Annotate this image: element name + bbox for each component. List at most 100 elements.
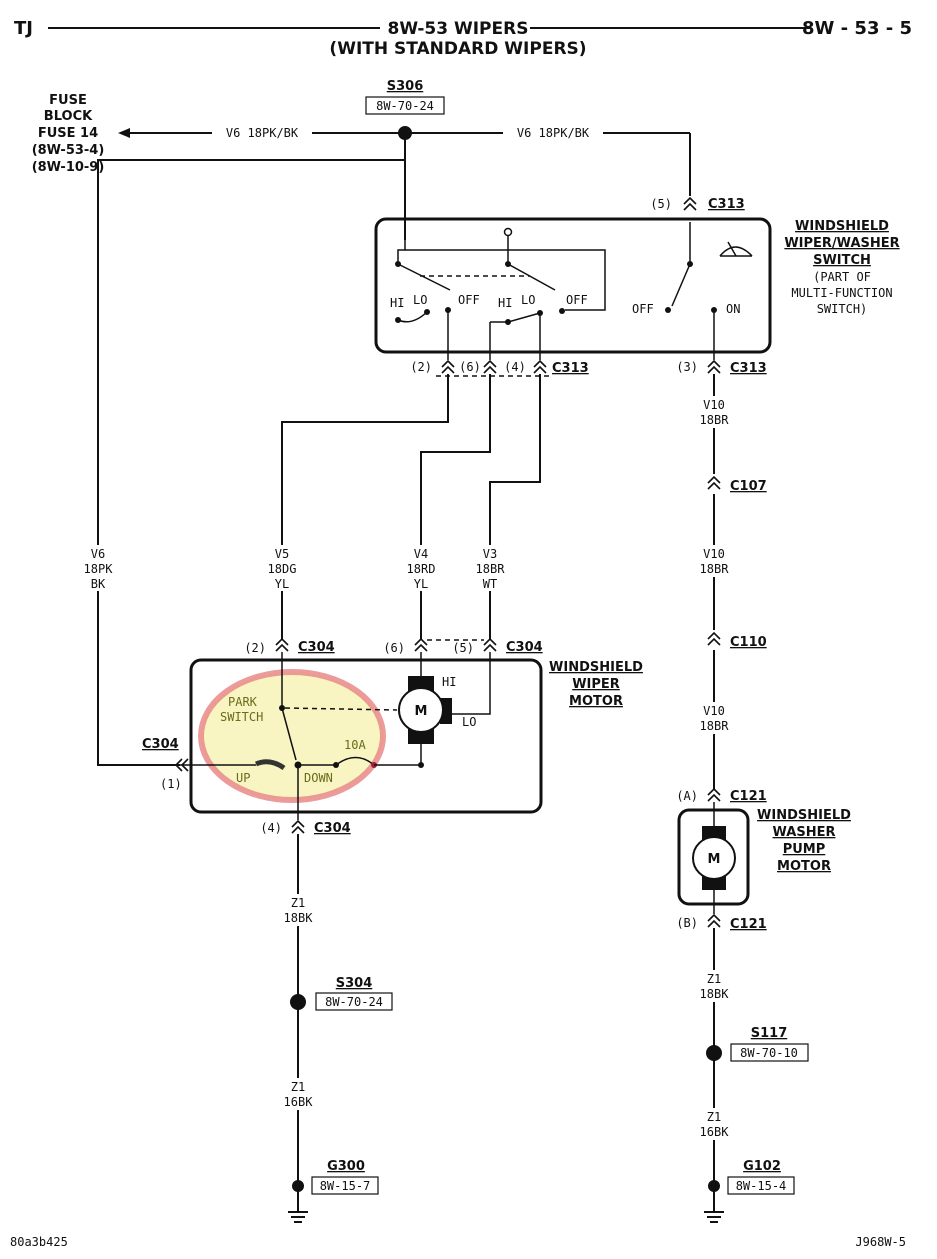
splice-s117-ref: 8W-70-10 — [740, 1046, 798, 1060]
wire-v4 — [420, 374, 491, 640]
page-title: 8W-53 WIPERS — [388, 19, 529, 39]
wire-label-v3: V3 18BR WT — [476, 547, 506, 591]
svg-text:16BK: 16BK — [700, 1125, 730, 1139]
svg-text:18RD: 18RD — [407, 562, 436, 576]
splice-s117-dot — [706, 1045, 722, 1061]
splice-s304-dot — [290, 994, 306, 1010]
svg-text:MOTOR: MOTOR — [569, 694, 623, 709]
svg-text:WINDSHIELD: WINDSHIELD — [757, 808, 851, 823]
circuit-breaker-icon — [335, 756, 375, 766]
switch-lo-2: LO — [521, 293, 535, 307]
svg-text:M: M — [708, 852, 721, 867]
splice-s117-refbox — [730, 1043, 809, 1062]
splice-s304-ref: 8W-70-24 — [325, 995, 383, 1009]
connector-c313-top-label: C313 — [708, 197, 745, 212]
header-right: 8W - 53 - 5 — [802, 18, 912, 39]
svg-text:WT: WT — [483, 577, 497, 591]
ground-g102-icon — [703, 1211, 725, 1223]
svg-text:WINDSHIELD: WINDSHIELD — [549, 660, 643, 675]
park-up-label: UP — [236, 771, 250, 785]
pin-label-c313-2: (2) — [410, 360, 432, 374]
park-switch-label-1: PARK — [228, 695, 258, 709]
footer-right: J968W-5 — [855, 1235, 906, 1249]
connector-c313-pin5-icon — [683, 197, 697, 211]
connector-c107-label: C107 — [730, 479, 767, 494]
splice-s117-id: S117 — [751, 1026, 788, 1041]
splice-s306-ref: 8W-70-24 — [376, 99, 434, 113]
switch-on-washer: ON — [726, 302, 740, 316]
wire-label-z1-a: Z1 18BK — [284, 896, 314, 925]
wire-label-v6-side: V6 18PK BK — [84, 547, 114, 591]
switch-hi-2: HI — [498, 296, 512, 310]
svg-text:SWITCH: SWITCH — [813, 253, 871, 268]
connector-c121-b-icon — [707, 914, 721, 928]
circuit-breaker-label: 10A — [344, 738, 366, 752]
svg-text:FUSE: FUSE — [49, 93, 87, 108]
connector-c304-top-left-label: C304 — [298, 640, 335, 655]
svg-text:16BK: 16BK — [284, 1095, 314, 1109]
switch-off-2: OFF — [566, 293, 588, 307]
ground-g300-id: G300 — [327, 1159, 365, 1174]
header-left: TJ — [14, 18, 33, 39]
wire-label-v4: V4 18RD YL — [407, 547, 436, 591]
pin-label-c304-5: (5) — [452, 641, 474, 655]
svg-text:YL: YL — [414, 577, 428, 591]
svg-text:(8W-10-9): (8W-10-9) — [32, 160, 105, 175]
svg-text:WASHER: WASHER — [773, 825, 836, 840]
wire-v5 — [281, 374, 449, 640]
washer-pump-name: WINDSHIELD WASHER PUMP MOTOR — [757, 808, 851, 874]
wiper-motor-box — [189, 658, 543, 814]
highlight-park-switch — [198, 669, 386, 803]
wire-label-v10-b: V10 18BR — [700, 547, 730, 576]
connector-c304-top-right-label: C304 — [506, 640, 543, 655]
svg-text:Z1: Z1 — [291, 1080, 305, 1094]
pin-label-c304-1: (1) — [160, 777, 182, 791]
connector-c121-top-label: C121 — [730, 789, 767, 804]
motor-hi-label: HI — [442, 675, 456, 689]
svg-text:PUMP: PUMP — [783, 842, 826, 857]
connector-c313-right-label: C313 — [730, 361, 767, 376]
wire-label-v10-c: V10 18BR — [700, 704, 730, 733]
svg-text:18BR: 18BR — [700, 719, 730, 733]
wire-v3 — [489, 374, 541, 640]
connector-c121-a-icon — [707, 788, 721, 802]
pin-label-c304-6: (6) — [383, 641, 405, 655]
switch-contact-2 — [507, 263, 556, 291]
svg-text:WIPER: WIPER — [572, 677, 620, 692]
motor-lo-label: LO — [462, 715, 476, 729]
pin-label-c313-6: (6) — [459, 360, 481, 374]
wire-label-z1-d: Z1 16BK — [700, 1110, 730, 1139]
svg-text:V10: V10 — [703, 704, 725, 718]
ground-g102-refbox — [727, 1176, 795, 1195]
svg-text:18PK: 18PK — [84, 562, 114, 576]
svg-text:18BR: 18BR — [700, 413, 730, 427]
svg-text:BLOCK: BLOCK — [44, 109, 93, 124]
switch-lo-1: LO — [413, 293, 427, 307]
svg-text:WINDSHIELD: WINDSHIELD — [795, 219, 889, 234]
svg-text:V10: V10 — [703, 398, 725, 412]
fuse-arrow-icon — [118, 128, 130, 138]
park-switch-label-2: SWITCH — [220, 710, 263, 724]
svg-text:V6: V6 — [91, 547, 105, 561]
wire-label-z1-b: Z1 16BK — [284, 1080, 314, 1109]
svg-text:V3: V3 — [483, 547, 497, 561]
svg-text:M: M — [415, 704, 428, 719]
pin-label-c313-4: (4) — [504, 360, 526, 374]
windshield-washer-icon — [719, 241, 753, 257]
svg-text:(8W-53-4): (8W-53-4) — [32, 143, 105, 158]
svg-text:V4: V4 — [414, 547, 428, 561]
washer-pump-motor-icon: M — [692, 802, 736, 914]
pin-label-c304-4: (4) — [260, 821, 282, 835]
wire-label-z1-c: Z1 18BK — [700, 972, 730, 1001]
svg-text:18BK: 18BK — [700, 987, 730, 1001]
connector-c304-left-label: C304 — [142, 737, 179, 752]
svg-text:V10: V10 — [703, 547, 725, 561]
switch-hi-1: HI — [390, 296, 404, 310]
connector-c304-bottom-label: C304 — [314, 821, 351, 836]
svg-text:MULTI-FUNCTION: MULTI-FUNCTION — [791, 286, 892, 300]
svg-text:18BR: 18BR — [700, 562, 730, 576]
ground-g300-ref: 8W-15-7 — [320, 1179, 371, 1193]
splice-s304-id: S304 — [336, 976, 373, 991]
svg-text:WIPER/WASHER: WIPER/WASHER — [784, 236, 899, 251]
connector-c304-pin4-icon — [291, 820, 305, 834]
